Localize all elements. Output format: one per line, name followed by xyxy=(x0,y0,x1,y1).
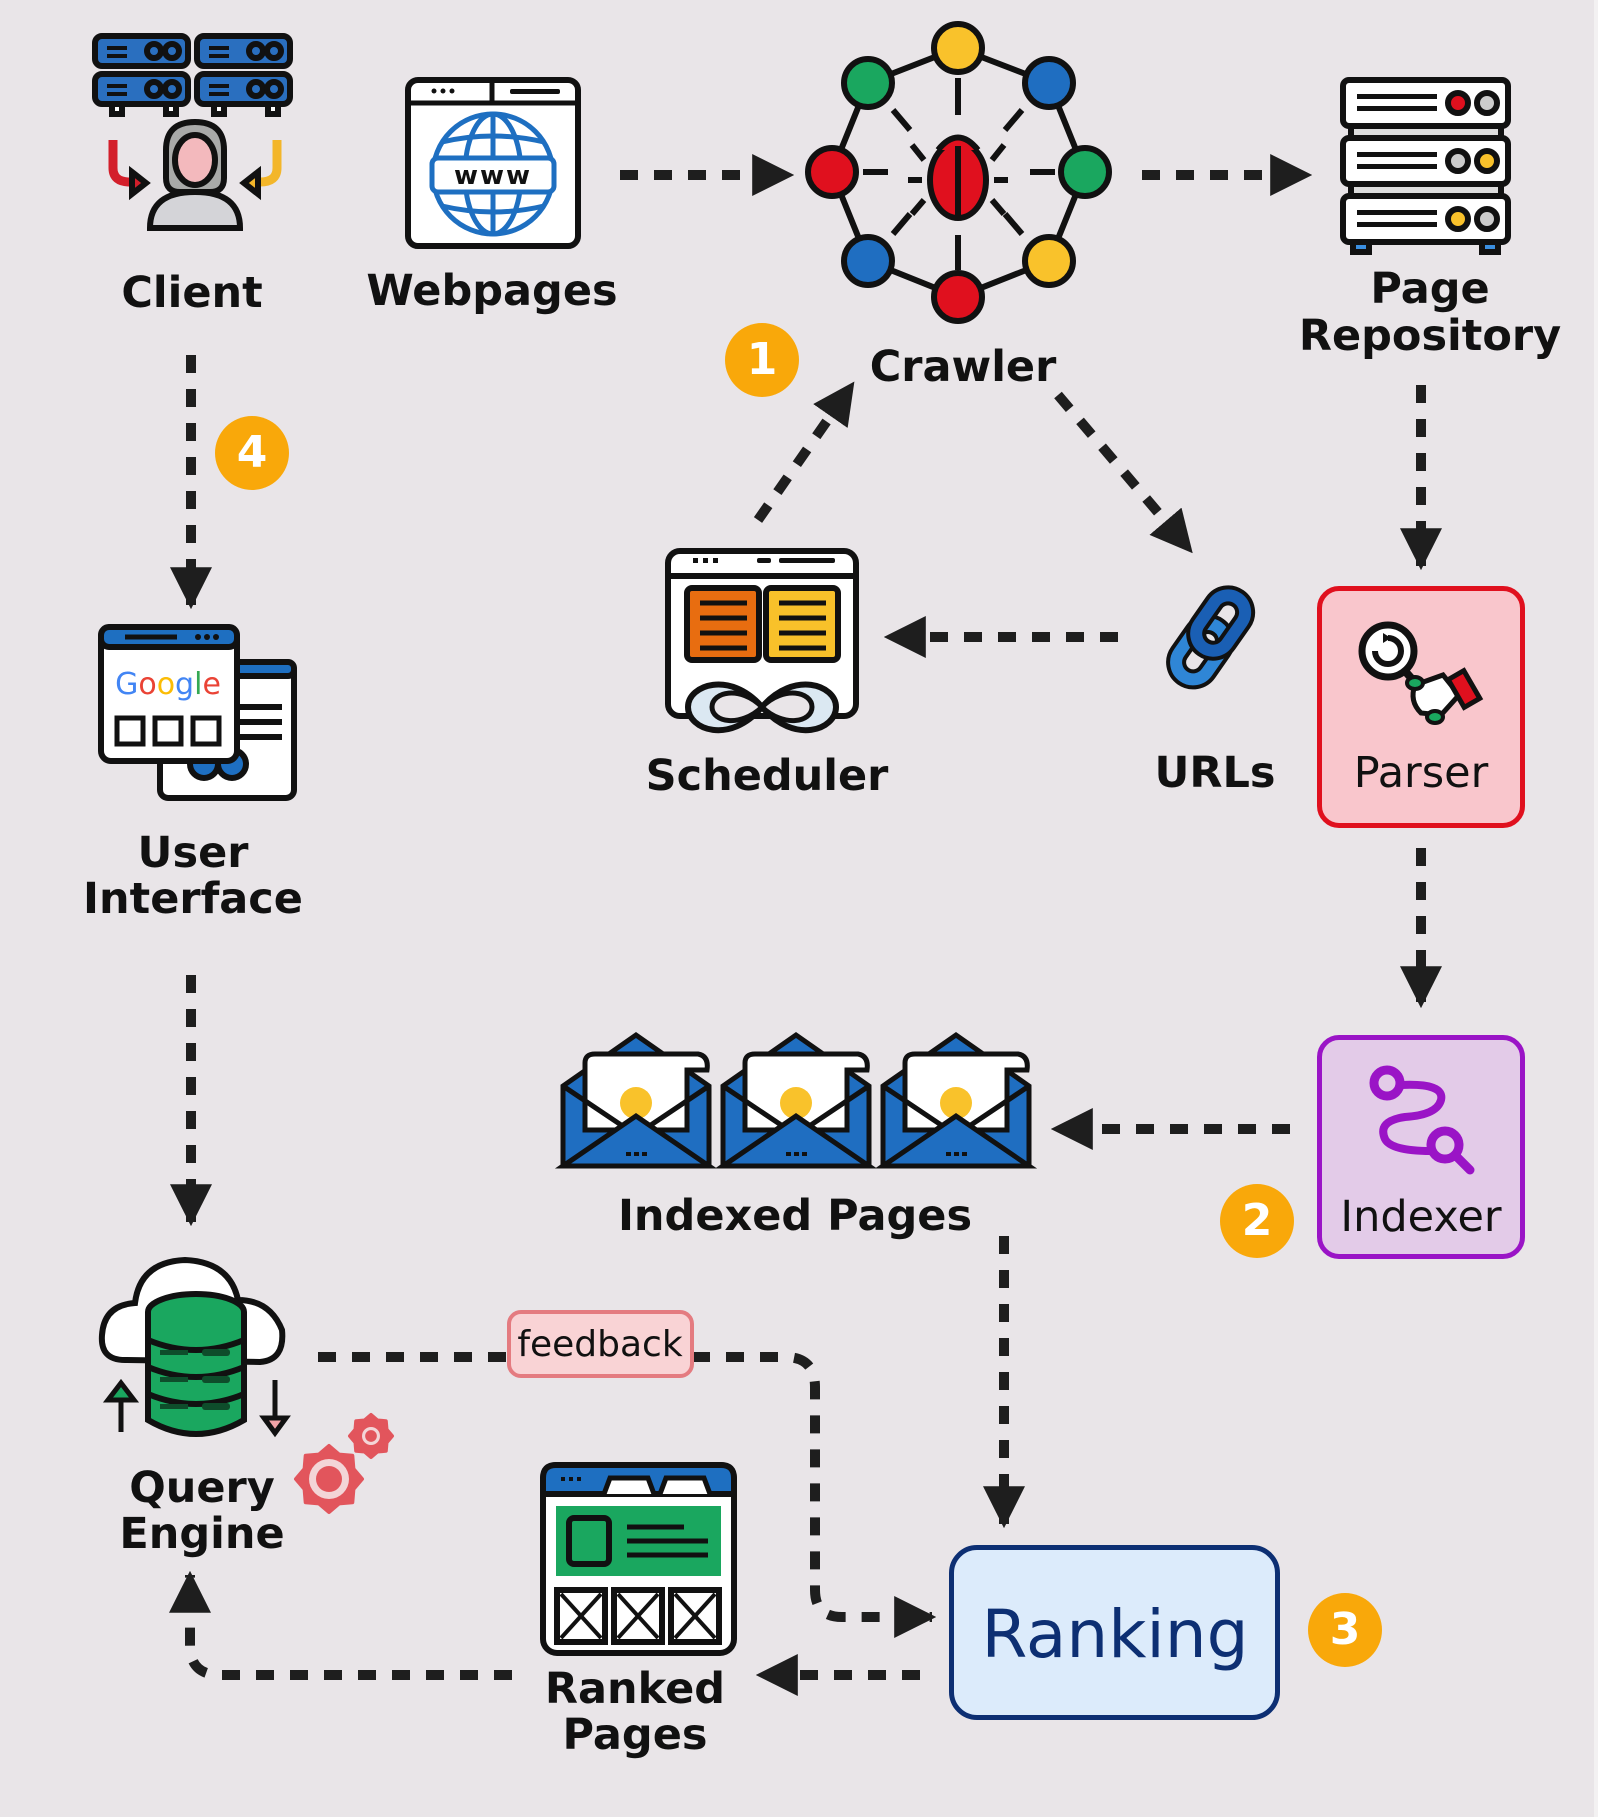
arrow-crawler-to-urls xyxy=(1054,391,1194,554)
scheduler-label: Scheduler xyxy=(645,751,889,801)
user-interface-google-icon xyxy=(98,624,297,801)
urls-label: URLs xyxy=(1154,748,1276,798)
query-engine-icon xyxy=(98,1256,291,1438)
gears-icon xyxy=(294,1413,394,1514)
right-edge-strip xyxy=(1594,0,1598,1817)
envelope-document-icon xyxy=(714,1031,878,1169)
page-repository-label-line1: Page xyxy=(1370,264,1490,314)
feedback-label-pill xyxy=(507,1310,694,1378)
feedback-label: feedback xyxy=(517,1324,683,1365)
ranked-pages-icon xyxy=(540,1462,737,1656)
arrow-scheduler-to-crawler xyxy=(753,381,857,523)
indexed-pages-label: Indexed Pages xyxy=(617,1191,973,1241)
envelope-document-icon xyxy=(874,1031,1038,1169)
query-engine-label-line2: Engine xyxy=(119,1509,285,1559)
step-badge-2: 2 xyxy=(1220,1184,1294,1258)
large-gear-icon xyxy=(294,1444,364,1514)
parser-label: Parser xyxy=(1353,748,1489,798)
ranked-pages-label-line2: Pages xyxy=(562,1710,708,1760)
svg-text:www: www xyxy=(454,161,532,191)
ranking-label: Ranking xyxy=(981,1596,1249,1673)
page-repository-server-icon xyxy=(1340,77,1511,255)
page-repository-label-line2: Repository xyxy=(1298,311,1562,361)
arrow-query-engine-feedback-to-ranking xyxy=(318,1352,937,1638)
parser-magnifier-hand-icon xyxy=(1358,621,1484,725)
user-interface-label-line2: Interface xyxy=(83,874,303,924)
urls-chain-link-icon xyxy=(1166,585,1256,690)
indexer-route-search-icon xyxy=(1369,1065,1475,1175)
query-engine-label-line1: Query xyxy=(129,1463,275,1513)
envelope-document-icon xyxy=(554,1031,718,1169)
step-badge-1: 1 xyxy=(725,323,799,397)
client-label: Client xyxy=(121,268,263,318)
image-placeholder-icon xyxy=(611,1587,665,1645)
ranking-node[interactable] xyxy=(949,1545,1280,1720)
user-interface-label-line1: User xyxy=(137,828,249,878)
indexed-pages-icons xyxy=(554,1031,1038,1169)
webpages-label: Webpages xyxy=(366,266,618,316)
google-logo-text: Google xyxy=(115,667,221,702)
crawler-label: Crawler xyxy=(869,342,1057,392)
scheduler-icon xyxy=(665,548,859,734)
indexer-node[interactable] xyxy=(1317,1035,1525,1259)
image-placeholder-icon xyxy=(668,1587,722,1645)
ranked-pages-label-line1: Ranked xyxy=(544,1664,726,1714)
image-placeholder-icon xyxy=(554,1587,608,1645)
indexer-label: Indexer xyxy=(1340,1192,1502,1242)
step-badge-4: 4 xyxy=(215,416,289,490)
crawler-bug-network-icon xyxy=(805,21,1112,324)
arrow-ranked-pages-to-query-engine xyxy=(169,1570,512,1680)
step-badge-3: 3 xyxy=(1308,1593,1382,1667)
webpages-browser-globe-icon: www xyxy=(405,77,581,249)
client-icon xyxy=(92,33,293,231)
small-gear-icon xyxy=(348,1413,394,1459)
